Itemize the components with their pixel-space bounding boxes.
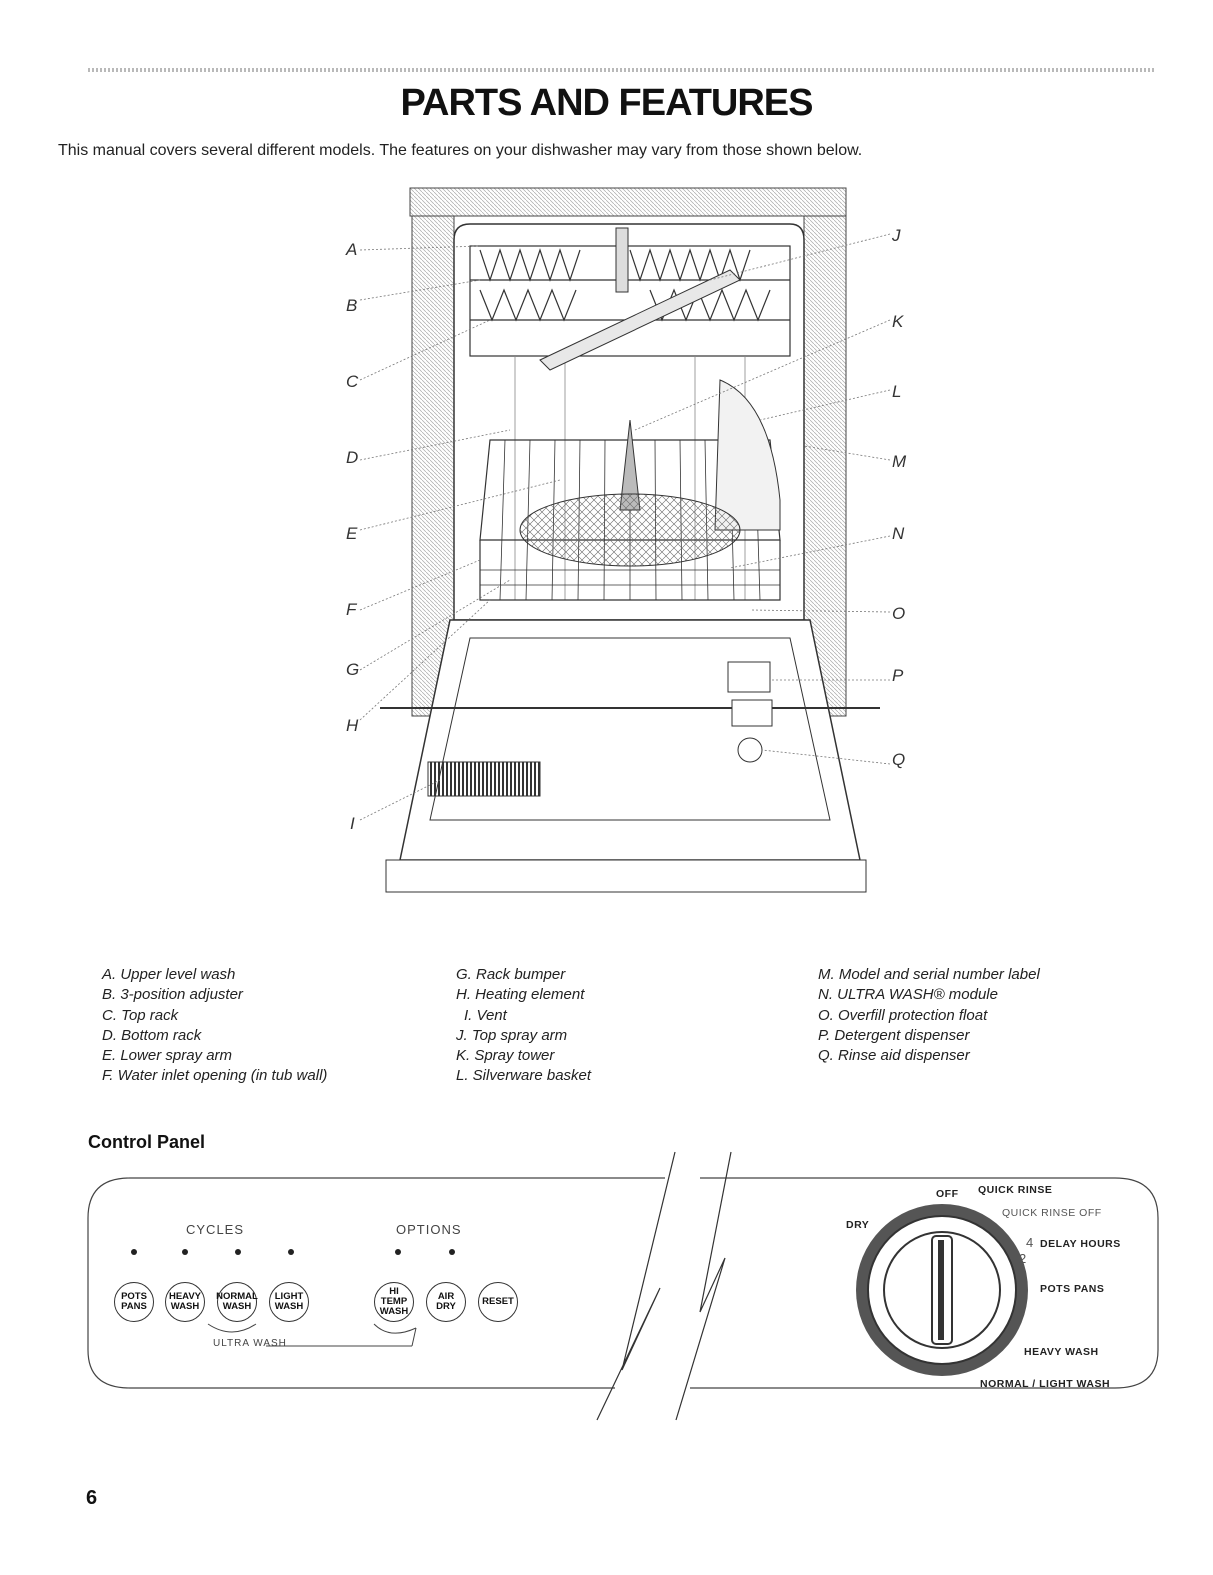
- callout-l: L: [892, 382, 902, 401]
- legend-item: D. Bottom rack: [102, 1026, 202, 1044]
- detergent-dispenser: [727, 661, 771, 693]
- lower-spray-arm: [519, 493, 741, 567]
- dial-off: OFF: [936, 1188, 959, 1200]
- callout-i: I: [350, 814, 355, 833]
- dial-dry: DRY: [846, 1219, 870, 1231]
- normal-wash-led: [235, 1249, 241, 1255]
- light-wash-led: [288, 1249, 294, 1255]
- reset-button[interactable]: RESET: [478, 1282, 518, 1322]
- top-spray-arm: [539, 269, 741, 371]
- vent: [427, 761, 541, 797]
- intro-text: This manual covers several different mod…: [58, 142, 863, 159]
- dial-pots-pans: POTS PANS: [1040, 1283, 1105, 1295]
- legend-column-1: A. Upper level wash B. 3-position adjust…: [102, 965, 327, 1087]
- dial-delay-4: 4: [1026, 1235, 1034, 1250]
- callout-h: H: [346, 716, 359, 735]
- callout-p: P: [892, 666, 904, 685]
- options-label: OPTIONS: [396, 1222, 462, 1237]
- legend-column-2: G. Rack bumper H. Heating element I. Ven…: [456, 965, 591, 1087]
- dial-normal-light-wash: NORMAL / LIGHT WASH: [980, 1378, 1111, 1390]
- silverware-basket: [714, 379, 781, 531]
- rinse-aid-dispenser: [737, 737, 763, 763]
- callout-j: J: [892, 226, 901, 245]
- countertop: [409, 187, 847, 217]
- top-rule: [88, 68, 1156, 72]
- legend-item: N. ULTRA WASH® module: [818, 986, 998, 1004]
- heavy-wash-led: [182, 1249, 188, 1255]
- legend-item: K. Spray tower: [456, 1047, 555, 1065]
- cycles-label: CYCLES: [186, 1222, 245, 1237]
- legend-item: G. Rack bumper: [456, 966, 566, 983]
- dial-heavy-wash: HEAVY WASH: [1024, 1346, 1099, 1358]
- dishwasher-illustration: [359, 187, 891, 893]
- legend-item: C. Top rack: [102, 1006, 179, 1024]
- hi-temp-wash-led: [395, 1249, 401, 1255]
- callout-e: E: [346, 524, 358, 543]
- callout-d: D: [346, 448, 359, 467]
- cycle-dial[interactable]: [852, 1200, 1032, 1380]
- legend-item: L. Silverware basket: [456, 1067, 592, 1085]
- legend-item: J. Top spray arm: [456, 1026, 568, 1044]
- dial-quick-rinse-off: QUICK RINSE OFF: [1002, 1207, 1102, 1219]
- legend-item: A. Upper level wash: [102, 966, 236, 983]
- callout-k: K: [892, 312, 904, 331]
- legend-item: E. Lower spray arm: [102, 1047, 233, 1065]
- legend-item: Q. Rinse aid dispenser: [818, 1047, 970, 1065]
- dial-delay-hours: DELAY HOURS: [1040, 1238, 1121, 1250]
- legend-item: H. Heating element: [456, 986, 585, 1004]
- upper-wash-tube: [615, 227, 629, 293]
- dial-delay-2: 2: [1019, 1251, 1027, 1266]
- callout-c: C: [346, 372, 359, 391]
- legend-item: F. Water inlet opening (in tub wall): [102, 1067, 328, 1085]
- page-number: 6: [86, 1487, 98, 1509]
- legend-item: O. Overfill protection float: [818, 1006, 988, 1024]
- page-title: PARTS AND FEATURES: [400, 82, 814, 124]
- callout-m: M: [892, 452, 907, 471]
- callout-g: G: [346, 660, 360, 679]
- legend-item: B. 3-position adjuster: [102, 986, 243, 1004]
- control-panel-title: Control Panel: [88, 1132, 206, 1152]
- legend-item: P. Detergent dispenser: [818, 1026, 970, 1044]
- legend-item: I. Vent: [464, 1006, 507, 1024]
- ultra-wash-label: ULTRA WASH: [213, 1338, 287, 1349]
- callout-f: F: [346, 600, 357, 619]
- legend-item: M. Model and serial number label: [818, 966, 1040, 983]
- callout-a: A: [346, 240, 358, 259]
- callout-n: N: [892, 524, 905, 543]
- air-dry-led: [449, 1249, 455, 1255]
- dishwasher-door: [399, 619, 861, 861]
- tub-outline: [453, 223, 805, 621]
- dial-quick-rinse: QUICK RINSE: [978, 1184, 1053, 1196]
- callout-q: Q: [892, 750, 906, 769]
- pots-pans-led: [131, 1249, 137, 1255]
- callout-o: O: [892, 604, 906, 623]
- legend-column-3: M. Model and serial number label N. ULTR…: [818, 965, 1040, 1066]
- callout-b: B: [346, 296, 358, 315]
